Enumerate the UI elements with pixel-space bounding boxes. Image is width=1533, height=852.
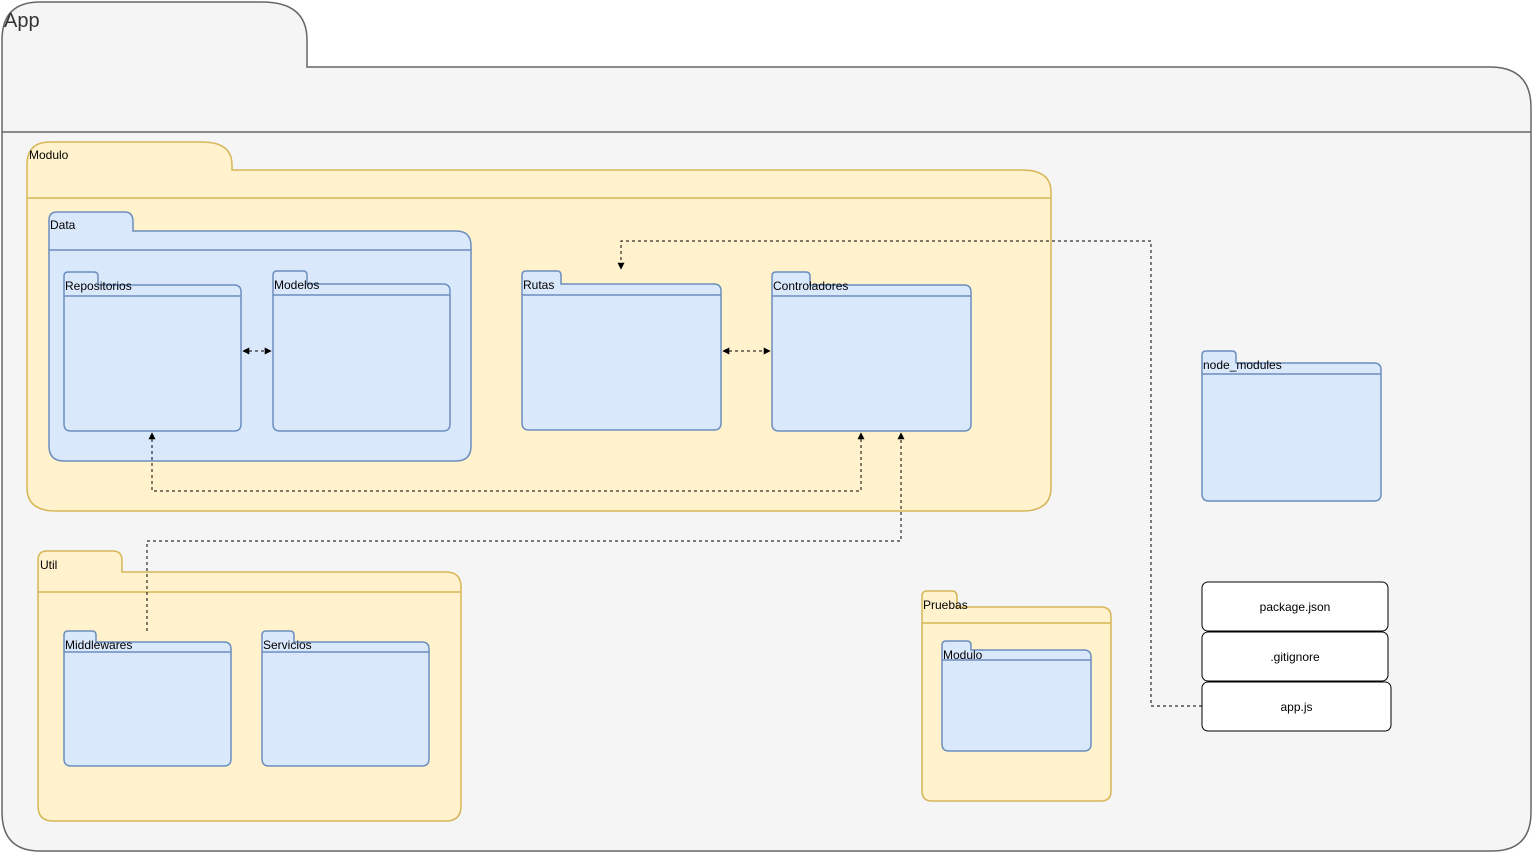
gitignore-label: .gitignore bbox=[1270, 649, 1320, 664]
app-js-label: app.js bbox=[1280, 699, 1313, 714]
rutas-label: Rutas bbox=[523, 278, 555, 292]
middlewares-package[interactable] bbox=[63, 630, 232, 767]
rutas-package[interactable] bbox=[521, 270, 722, 431]
modelos-label: Modelos bbox=[274, 278, 320, 292]
repositorios-label: Repositorios bbox=[65, 279, 132, 293]
app-label: App bbox=[4, 10, 40, 32]
middlewares-label: Middlewares bbox=[65, 638, 133, 652]
controladores-label: Controladores bbox=[773, 279, 849, 293]
modulo-label: Modulo bbox=[29, 148, 69, 162]
servicios-package[interactable] bbox=[261, 630, 430, 767]
connector-appjs-rutas bbox=[617, 240, 1202, 707]
controladores-package[interactable] bbox=[771, 271, 972, 432]
package-json-box[interactable] bbox=[1201, 581, 1389, 632]
node-modules-label: node_modules bbox=[1203, 358, 1282, 372]
node-modules-package[interactable] bbox=[1201, 350, 1382, 502]
pruebas-label: Pruebas bbox=[923, 598, 968, 612]
package-json-label: package.json bbox=[1259, 599, 1331, 614]
pruebas-modulo-label: Modulo bbox=[943, 648, 983, 662]
gitignore-box[interactable] bbox=[1201, 631, 1389, 682]
servicios-label: Servicios bbox=[263, 638, 312, 652]
util-label: Util bbox=[40, 558, 58, 572]
repositorios-package[interactable] bbox=[63, 271, 242, 432]
connector-middlewares-controladores bbox=[146, 432, 905, 631]
pruebas-modulo-package[interactable] bbox=[941, 640, 1092, 752]
data-label: Data bbox=[50, 218, 76, 232]
modelos-package[interactable] bbox=[272, 270, 451, 432]
